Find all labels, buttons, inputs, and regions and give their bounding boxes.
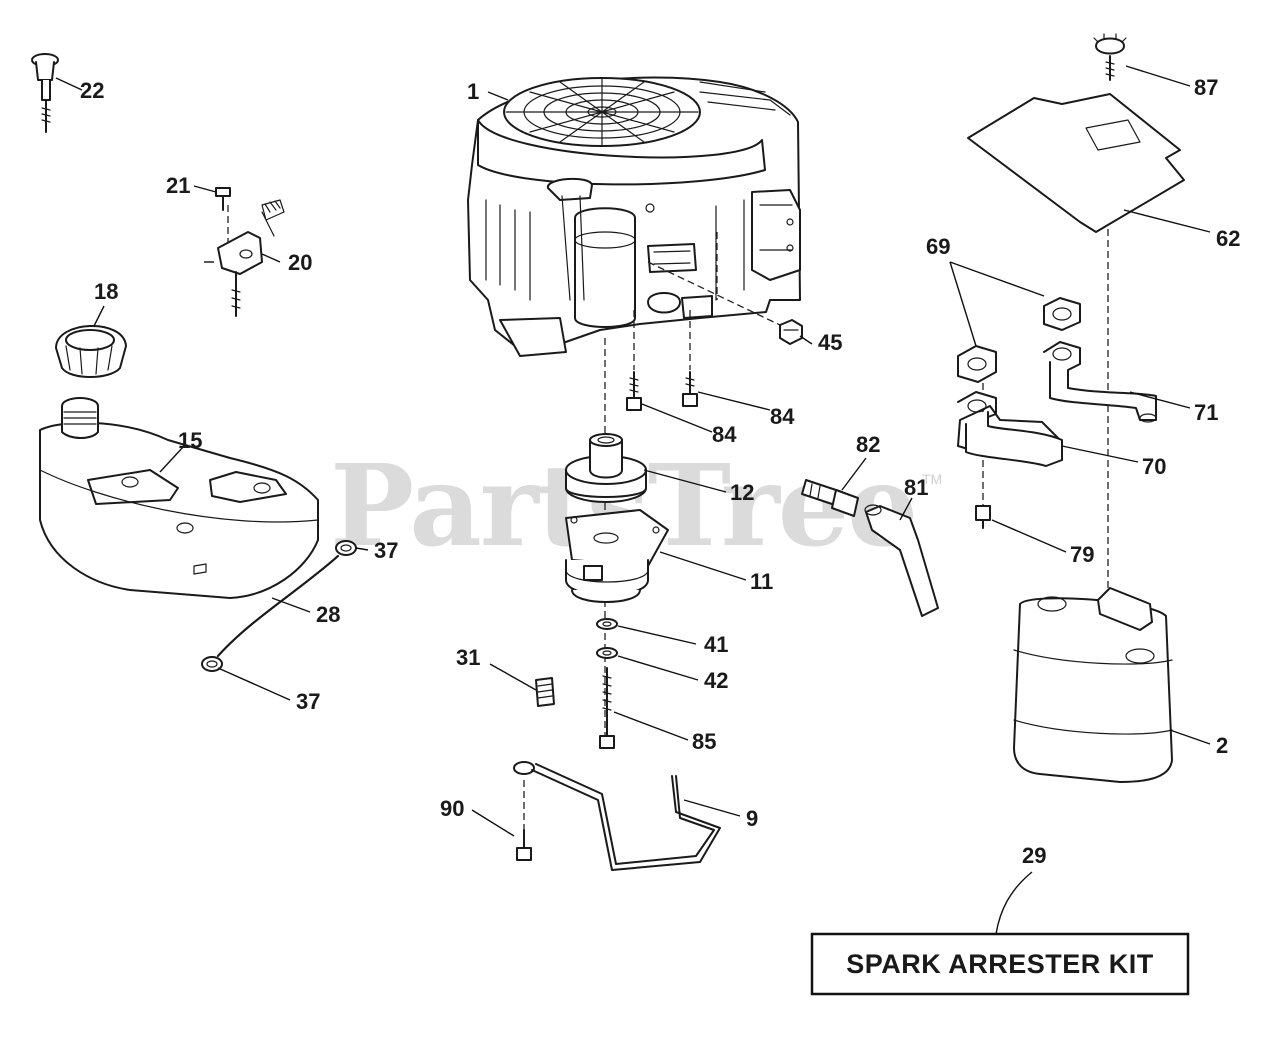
callout-28: 28 <box>316 602 340 627</box>
callout-12: 12 <box>730 480 754 505</box>
heat-shield-part[interactable] <box>967 93 1185 233</box>
breather-hose-part[interactable] <box>864 504 939 617</box>
callout-2: 2 <box>1216 733 1228 758</box>
fuel-line-part[interactable] <box>217 555 339 657</box>
callout-69: 69 <box>926 234 950 259</box>
dipstick-part[interactable] <box>31 53 59 133</box>
fitting-part[interactable] <box>535 677 555 707</box>
callout-31: 31 <box>456 645 480 670</box>
callout-41: 41 <box>704 632 728 657</box>
callout-18: 18 <box>94 279 118 304</box>
electric-clutch-part[interactable] <box>565 509 669 603</box>
callout-1: 1 <box>467 79 479 104</box>
watermark-trademark: TM <box>922 471 942 487</box>
exhaust-pipe-right-part[interactable] <box>1043 341 1157 423</box>
callout-84-right: 84 <box>770 404 795 429</box>
callout-37-upper: 37 <box>374 538 398 563</box>
breather-fitting-part[interactable] <box>801 479 859 517</box>
callout-85: 85 <box>692 729 716 754</box>
hose-clamp-upper-part[interactable] <box>335 540 357 556</box>
callout-90: 90 <box>440 796 464 821</box>
muffler-part[interactable] <box>1013 587 1173 783</box>
callout-70: 70 <box>1142 454 1166 479</box>
callout-11: 11 <box>750 569 773 594</box>
callout-29: 29 <box>1022 843 1046 868</box>
pulley-part[interactable] <box>565 433 647 503</box>
spark-arrester-kit-box[interactable]: SPARK ARRESTER KIT <box>810 932 1190 996</box>
fuel-tank-part[interactable] <box>39 397 319 599</box>
washer-42-part[interactable] <box>596 647 618 659</box>
callout-82: 82 <box>856 432 880 457</box>
callout-62: 62 <box>1216 226 1240 251</box>
rod-bracket-part[interactable] <box>513 761 721 871</box>
callout-79: 79 <box>1070 542 1094 567</box>
callout-84-left: 84 <box>712 422 737 447</box>
callout-71: 71 <box>1194 400 1218 425</box>
clutch-bolt-part[interactable] <box>599 667 615 749</box>
callout-45: 45 <box>818 330 842 355</box>
callout-21: 21 <box>166 173 190 198</box>
callout-9: 9 <box>746 806 758 831</box>
screw-90-part[interactable] <box>516 829 532 861</box>
callout-20: 20 <box>288 250 312 275</box>
callout-42: 42 <box>704 668 728 693</box>
bolt-left-part[interactable] <box>626 371 642 411</box>
callout-15: 15 <box>178 428 202 453</box>
callout-87: 87 <box>1194 75 1218 100</box>
gasket-left-part[interactable] <box>957 345 997 383</box>
throttle-bracket-part[interactable] <box>215 187 285 317</box>
nut-part[interactable] <box>779 319 803 345</box>
bolt-right-part[interactable] <box>682 371 698 407</box>
hose-clamp-lower-part[interactable] <box>201 656 223 672</box>
fuel-cap-part[interactable] <box>55 325 127 378</box>
callout-22: 22 <box>80 78 104 103</box>
spark-arrester-kit-label: SPARK ARRESTER KIT <box>846 949 1154 979</box>
callout-81: 81 <box>904 475 928 500</box>
washer-41-part[interactable] <box>596 618 618 630</box>
screw-79-part[interactable] <box>975 505 991 529</box>
exhaust-pipe-left-part[interactable] <box>957 391 1063 467</box>
gasket-right-part[interactable] <box>1043 297 1081 331</box>
callout-37-lower: 37 <box>296 689 320 714</box>
shield-bolt-part[interactable] <box>1093 33 1127 81</box>
